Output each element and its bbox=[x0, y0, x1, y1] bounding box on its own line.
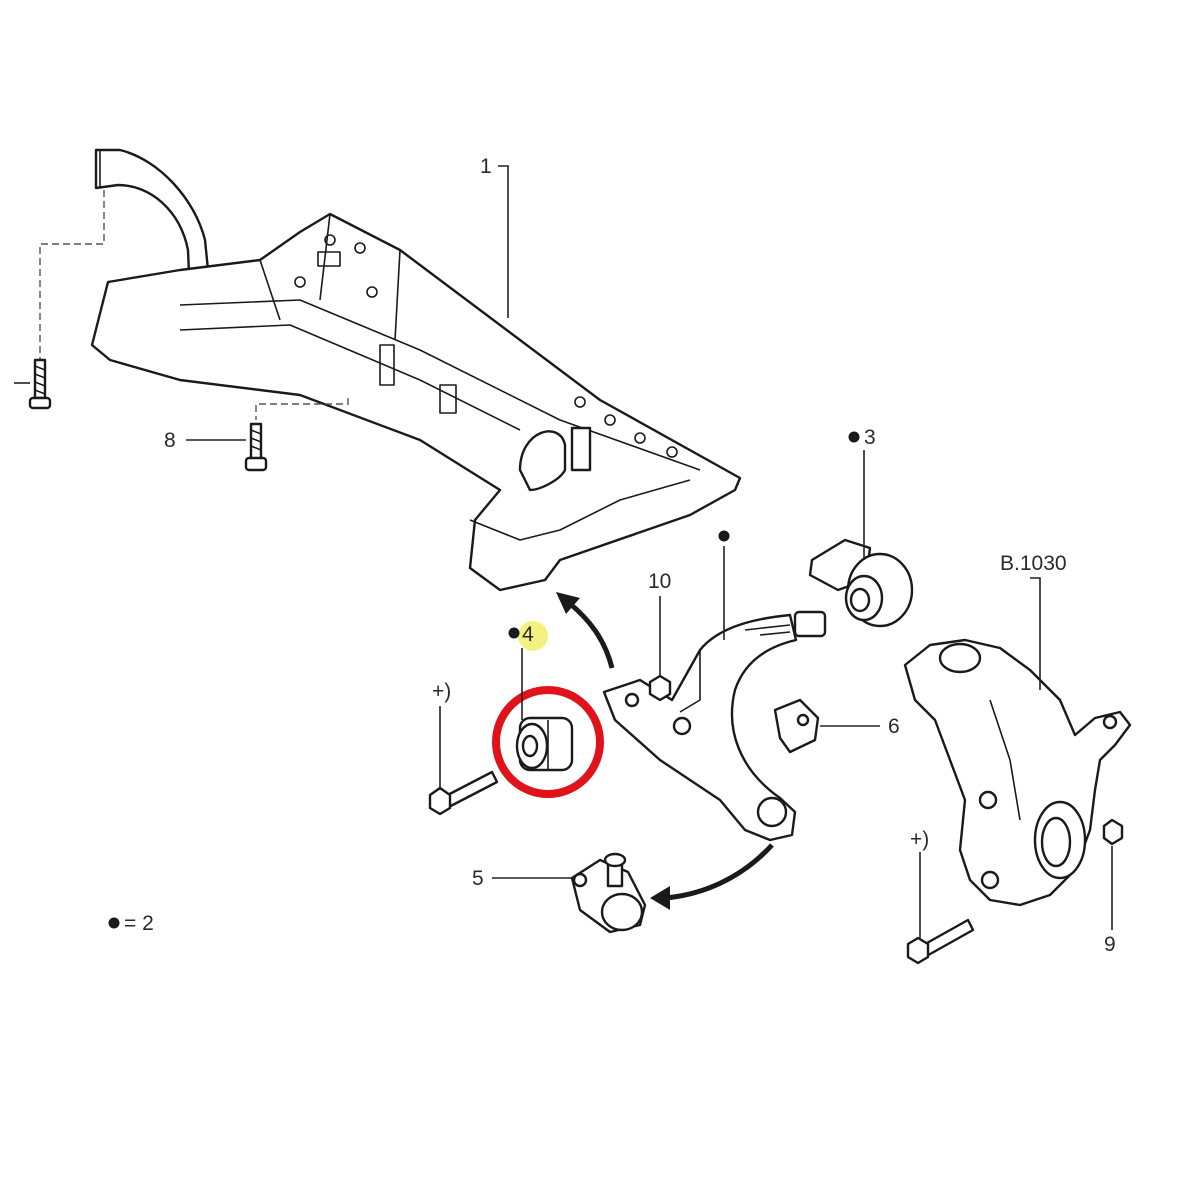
nut-part-10 bbox=[648, 674, 672, 702]
direction-arrow-lower bbox=[664, 843, 774, 901]
bolt-guide-line-upper bbox=[39, 190, 105, 360]
dot-part-4 bbox=[508, 627, 520, 639]
dot-part-3 bbox=[848, 431, 860, 443]
bolt-upper-left bbox=[14, 358, 52, 410]
front-subframe bbox=[90, 148, 742, 592]
highlight-circle bbox=[492, 686, 604, 798]
arrowhead-lower bbox=[650, 886, 670, 910]
nut-part-9 bbox=[1102, 818, 1124, 846]
bolt-guide-line-lower bbox=[255, 398, 349, 420]
callout-5: 5 bbox=[472, 867, 484, 890]
callout-6: 6 bbox=[888, 715, 900, 738]
highlight-marker bbox=[518, 621, 548, 651]
legend-text: = 2 bbox=[124, 912, 154, 935]
callout-plus-right: +) bbox=[910, 828, 929, 851]
callout-1: 1 bbox=[480, 155, 492, 178]
bolt-left-plus bbox=[428, 770, 499, 816]
bolt-part-8 bbox=[244, 422, 268, 472]
dot-legend bbox=[108, 917, 120, 929]
front-bush-part-4 bbox=[515, 716, 574, 772]
steering-knuckle bbox=[903, 638, 1132, 907]
ball-joint-part-5 bbox=[570, 852, 647, 934]
callout-4: 4 bbox=[522, 623, 534, 646]
rear-bush-part-3 bbox=[808, 538, 914, 628]
clip-part-6 bbox=[773, 698, 820, 754]
callout-10: 10 bbox=[648, 570, 671, 593]
arrowhead-upper bbox=[556, 592, 580, 614]
leader-lines bbox=[186, 165, 1113, 940]
callout-8: 8 bbox=[164, 429, 176, 452]
lower-control-arm bbox=[602, 610, 827, 842]
direction-arrow-upper bbox=[566, 600, 615, 669]
callout-ref-b1030: B.1030 bbox=[1000, 552, 1067, 575]
callout-plus-left: +) bbox=[432, 680, 451, 703]
callout-3: 3 bbox=[864, 426, 876, 449]
bolt-right-plus bbox=[906, 918, 975, 965]
callout-9: 9 bbox=[1104, 933, 1116, 956]
dot-control-arm bbox=[718, 530, 730, 542]
